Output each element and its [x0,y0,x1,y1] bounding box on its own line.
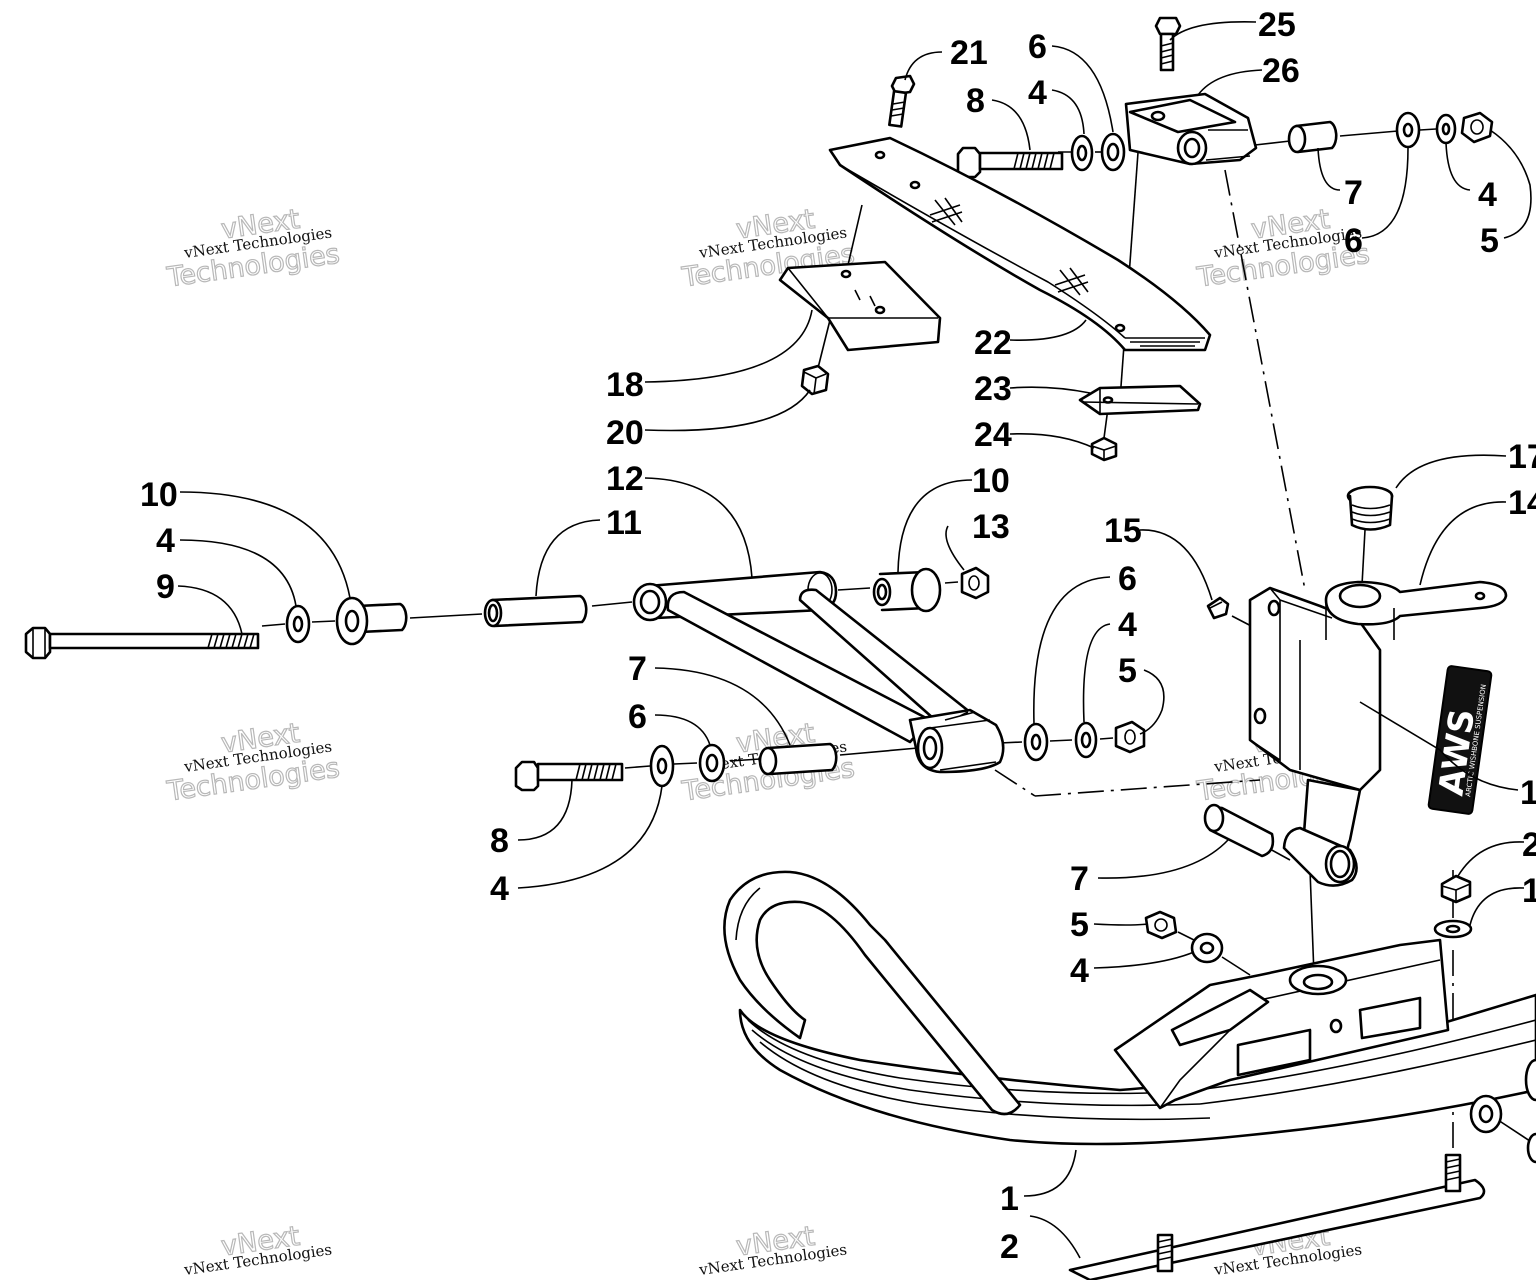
callout-4: 4 [1070,952,1089,990]
bracket-part-18 [778,260,942,352]
pivot-bracket-part-26 [1124,92,1258,166]
bolt-part-8-top [956,146,1064,179]
callout-10: 10 [972,462,1010,500]
washer-part-bottom-right-a [1469,1094,1503,1134]
washer-part-6-lower [698,743,726,783]
nut-part-5-mid [1114,720,1146,754]
callout-21: 21 [950,34,988,72]
ski-part-1 [738,993,1536,1146]
a-arm-part-12 [632,570,1005,774]
callout-6: 6 [1028,28,1047,66]
leader-lines [177,21,1532,1259]
nut-part-24 [1090,436,1118,462]
callout-14: 14 [1508,484,1536,522]
washer-part-1x-right [1433,919,1473,939]
callout-4: 4 [156,522,175,560]
callout-5: 5 [1070,906,1089,944]
callout-18: 18 [606,366,644,404]
callout-1x: 1 [1522,872,1536,910]
callout-17: 17 [1508,438,1536,476]
callout-4: 4 [1478,176,1497,214]
washer-part-6-top [1100,132,1126,172]
nut-part-13 [960,566,990,600]
sleeve-part-7-lower [758,742,838,776]
callout-4: 4 [1028,74,1047,112]
ski-saddle [1113,938,1450,1110]
callout-12: 12 [606,460,644,498]
washer-part-4-top [1070,134,1094,172]
callout-16: 1 [1520,774,1536,812]
sleeve-part-7-top [1287,120,1338,154]
ski-loop-handle [723,870,1022,1116]
bolt-part-25 [1154,16,1182,72]
plug-part-17 [1346,485,1394,531]
washer-part-bottom-right-c [1524,1058,1536,1102]
callout-2: 2 [1000,1228,1019,1266]
callout-5: 5 [1480,222,1499,260]
bolt-part-21 [888,74,916,128]
grease-fitting-part-15 [1206,596,1230,620]
bolt-part-8-lower [514,760,624,792]
washer-part-6-mid [1023,722,1049,762]
callout-6: 6 [628,698,647,736]
callout-7: 7 [628,650,647,688]
washer-part-4-mid [1074,721,1098,759]
wear-bar-part-2 [1068,1153,1486,1280]
bushing-part-10-left [335,596,408,646]
callout-24: 24 [974,416,1012,454]
callout-7: 7 [1070,860,1089,898]
bushing-part-10-right [872,567,942,613]
callout-26: 26 [1262,52,1300,90]
washer-part-4-lower [649,744,675,788]
callout-20: 20 [606,414,644,452]
callout-7: 7 [1344,174,1363,212]
sleeve-part-7-spindle [1203,803,1275,858]
callout-6: 6 [1344,222,1363,260]
callout-22: 22 [974,324,1012,362]
spindle-housing-part-16 [1248,586,1382,887]
callout-11: 11 [606,504,642,542]
washer-part-4-ski [1190,932,1224,964]
nut-part-20 [800,364,830,396]
callout-labels: 25 21 6 26 8 4 7 4 6 5 22 18 23 20 24 17… [140,6,1536,1266]
callout-4: 4 [490,870,509,908]
nut-part-5-top [1460,111,1494,144]
callout-4: 4 [1118,606,1137,644]
washer-part-4-right [1435,113,1457,145]
callout-9: 9 [156,568,175,606]
callout-8: 8 [490,822,509,860]
bolt-part-9 [24,626,260,660]
callout-2x: 2 [1522,826,1536,864]
callout-23: 23 [974,370,1012,408]
callout-5: 5 [1118,652,1137,690]
spring-bar-part-22 [828,136,1212,352]
callout-10: 10 [140,476,178,514]
washer-part-bottom-right-b [1526,1132,1536,1164]
washer-part-6-right [1395,111,1421,149]
callout-8: 8 [966,82,985,120]
callout-15: 15 [1104,512,1142,550]
aws-badge: AWS ARCTIC WISHBONE SUSPENSION [1427,665,1493,815]
washer-part-4-left [285,604,311,644]
callout-25: 25 [1258,6,1296,44]
nut-part-5-ski [1144,910,1178,940]
steering-arm-part-14 [1324,580,1508,640]
plate-part-23 [1078,384,1202,416]
tube-part-11 [483,594,588,628]
callout-6: 6 [1118,560,1137,598]
nut-part-2x-right [1440,874,1472,904]
callout-1: 1 [1000,1180,1019,1218]
callout-13: 13 [972,508,1010,546]
